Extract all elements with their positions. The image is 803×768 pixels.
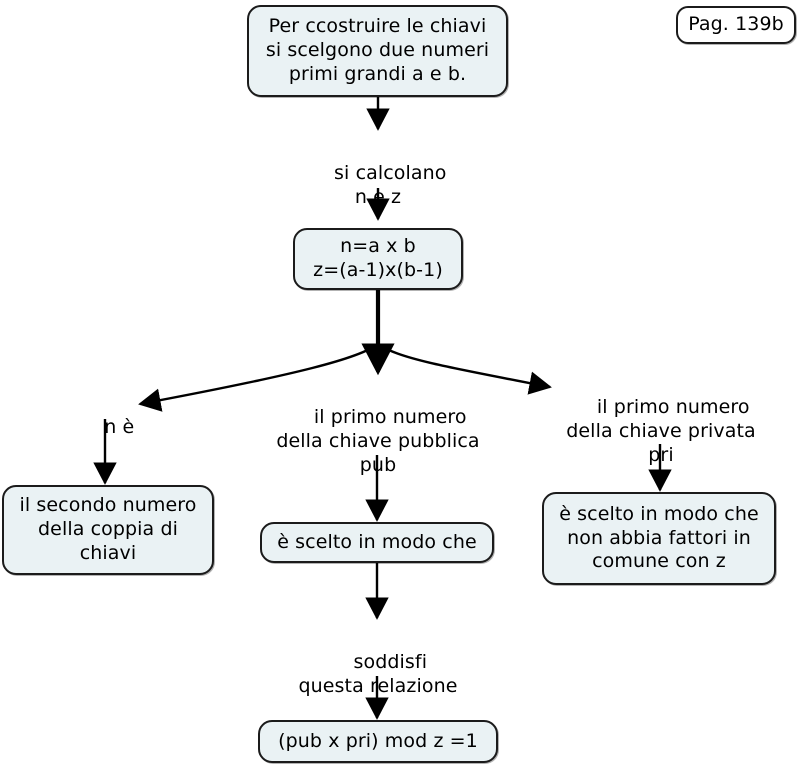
node-left-result: il secondo numero della coppia di chiavi: [2, 485, 214, 575]
edge-label-branch-left-text: n è: [104, 415, 135, 438]
edge-label-branch-middle: il primo numero della chiave pubblica pu…: [267, 382, 489, 502]
node-middle-result-label: è scelto in modo che: [277, 530, 477, 553]
node-final: (pub x pri) mod z =1: [258, 720, 498, 763]
edge-label-soddisfi-text: soddisfi questa relazione: [298, 650, 458, 697]
edge-label-calcolano: si calcolano n e z: [298, 138, 458, 234]
edge-label-soddisfi: soddisfi questa relazione: [282, 627, 474, 723]
edge-label-branch-right: il primo numero della chiave privata pri: [553, 372, 769, 492]
connector-branch-right: [377, 343, 552, 395]
edge-label-branch-left: n è: [72, 392, 142, 464]
node-middle-result: è scelto in modo che: [260, 522, 494, 563]
edge-label-branch-right-text: il primo numero della chiave privata pri: [566, 395, 756, 466]
page-badge: Pag. 139b: [676, 6, 796, 44]
node-start-label: Per ccostruire le chiavi si scelgono due…: [265, 15, 490, 85]
edge-label-branch-middle-text: il primo numero della chiave pubblica pu…: [276, 405, 480, 476]
node-left-result-label: il secondo numero della coppia di chiavi: [19, 494, 197, 564]
node-formula: n=a x b z=(a-1)x(b-1): [293, 228, 463, 290]
node-right-result: è scelto in modo che non abbia fattori i…: [542, 492, 776, 585]
node-start: Per ccostruire le chiavi si scelgono due…: [247, 5, 508, 97]
node-right-result-label: è scelto in modo che non abbia fattori i…: [559, 502, 759, 573]
node-final-label: (pub x pri) mod z =1: [278, 729, 478, 752]
edge-label-calcolano-text: si calcolano n e z: [334, 161, 447, 208]
page-badge-label: Pag. 139b: [688, 13, 784, 36]
node-formula-label: n=a x b z=(a-1)x(b-1): [313, 235, 443, 281]
